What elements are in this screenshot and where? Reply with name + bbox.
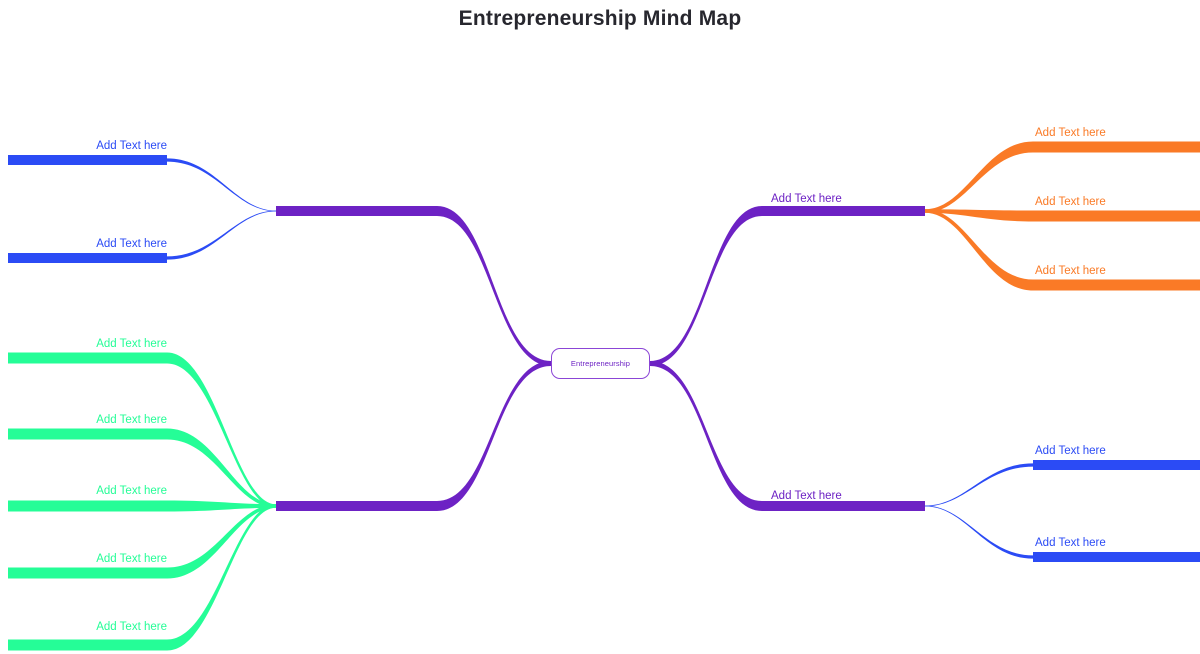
branch-blue-bottom-2-connector xyxy=(925,505,1033,559)
branch-green-4-label[interactable]: Add Text here xyxy=(96,553,167,565)
branch-orange-1-connector xyxy=(925,141,1033,213)
branch-layer xyxy=(8,141,1200,651)
branch-blue-bottom-2-label[interactable]: Add Text here xyxy=(1035,537,1106,549)
spine-bottom-right xyxy=(650,361,762,511)
center-node-label: Entrepreneurship xyxy=(570,359,631,368)
trunk-bottom-right-bar[interactable] xyxy=(762,501,925,511)
branch-green-4-bar[interactable] xyxy=(8,567,167,579)
spine-bottom-left xyxy=(437,361,551,511)
branch-green-1-bar[interactable] xyxy=(8,352,167,364)
trunk-top-right-label[interactable]: Add Text here xyxy=(771,193,842,205)
branch-green-2-bar[interactable] xyxy=(8,428,167,440)
branch-green-5-bar[interactable] xyxy=(8,639,167,651)
branch-blue-top-2-connector xyxy=(167,210,276,260)
branch-green-2-connector xyxy=(167,428,276,508)
branch-orange-3-bar[interactable] xyxy=(1033,279,1200,291)
branch-blue-top-2-bar[interactable] xyxy=(8,253,167,263)
branch-green-1-connector xyxy=(167,352,276,508)
branch-green-3-bar[interactable] xyxy=(8,500,167,512)
branch-green-3-connector xyxy=(167,500,276,512)
branch-green-4-connector xyxy=(167,504,276,579)
branch-blue-bottom-1-connector xyxy=(925,463,1033,507)
page-title: Entrepreneurship Mind Map xyxy=(458,7,742,30)
branch-green-5-connector xyxy=(167,504,276,651)
branch-blue-bottom-2-bar[interactable] xyxy=(1033,552,1200,562)
branch-green-2-label[interactable]: Add Text here xyxy=(96,414,167,426)
branch-blue-top-2-label[interactable]: Add Text here xyxy=(96,238,167,250)
branch-orange-1-bar[interactable] xyxy=(1033,141,1200,153)
trunk-top-left-bar[interactable] xyxy=(276,206,437,216)
branch-orange-3-connector xyxy=(925,209,1033,291)
branch-blue-bottom-1-label[interactable]: Add Text here xyxy=(1035,445,1106,457)
branch-green-5-label[interactable]: Add Text here xyxy=(96,621,167,633)
branch-orange-2-connector xyxy=(925,209,1033,222)
trunk-bottom-left-bar[interactable] xyxy=(276,501,437,511)
branch-blue-top-1-label[interactable]: Add Text here xyxy=(96,140,167,152)
branch-orange-2-bar[interactable] xyxy=(1033,210,1200,222)
spine-top-left xyxy=(437,206,551,366)
trunk-bottom-right-label[interactable]: Add Text here xyxy=(771,490,842,502)
branch-green-3-label[interactable]: Add Text here xyxy=(96,485,167,497)
trunk-layer xyxy=(276,206,925,511)
spine-layer xyxy=(437,206,762,511)
branch-orange-1-label[interactable]: Add Text here xyxy=(1035,127,1106,139)
branch-blue-top-1-bar[interactable] xyxy=(8,155,167,165)
branch-blue-bottom-1-bar[interactable] xyxy=(1033,460,1200,470)
branch-orange-3-label[interactable]: Add Text here xyxy=(1035,265,1106,277)
center-node[interactable]: Entrepreneurship xyxy=(551,348,650,379)
spine-top-right xyxy=(650,206,762,366)
branch-blue-top-1-connector xyxy=(167,158,276,212)
branch-green-1-label[interactable]: Add Text here xyxy=(96,338,167,350)
branch-orange-2-label[interactable]: Add Text here xyxy=(1035,196,1106,208)
trunk-top-right-bar[interactable] xyxy=(762,206,925,216)
